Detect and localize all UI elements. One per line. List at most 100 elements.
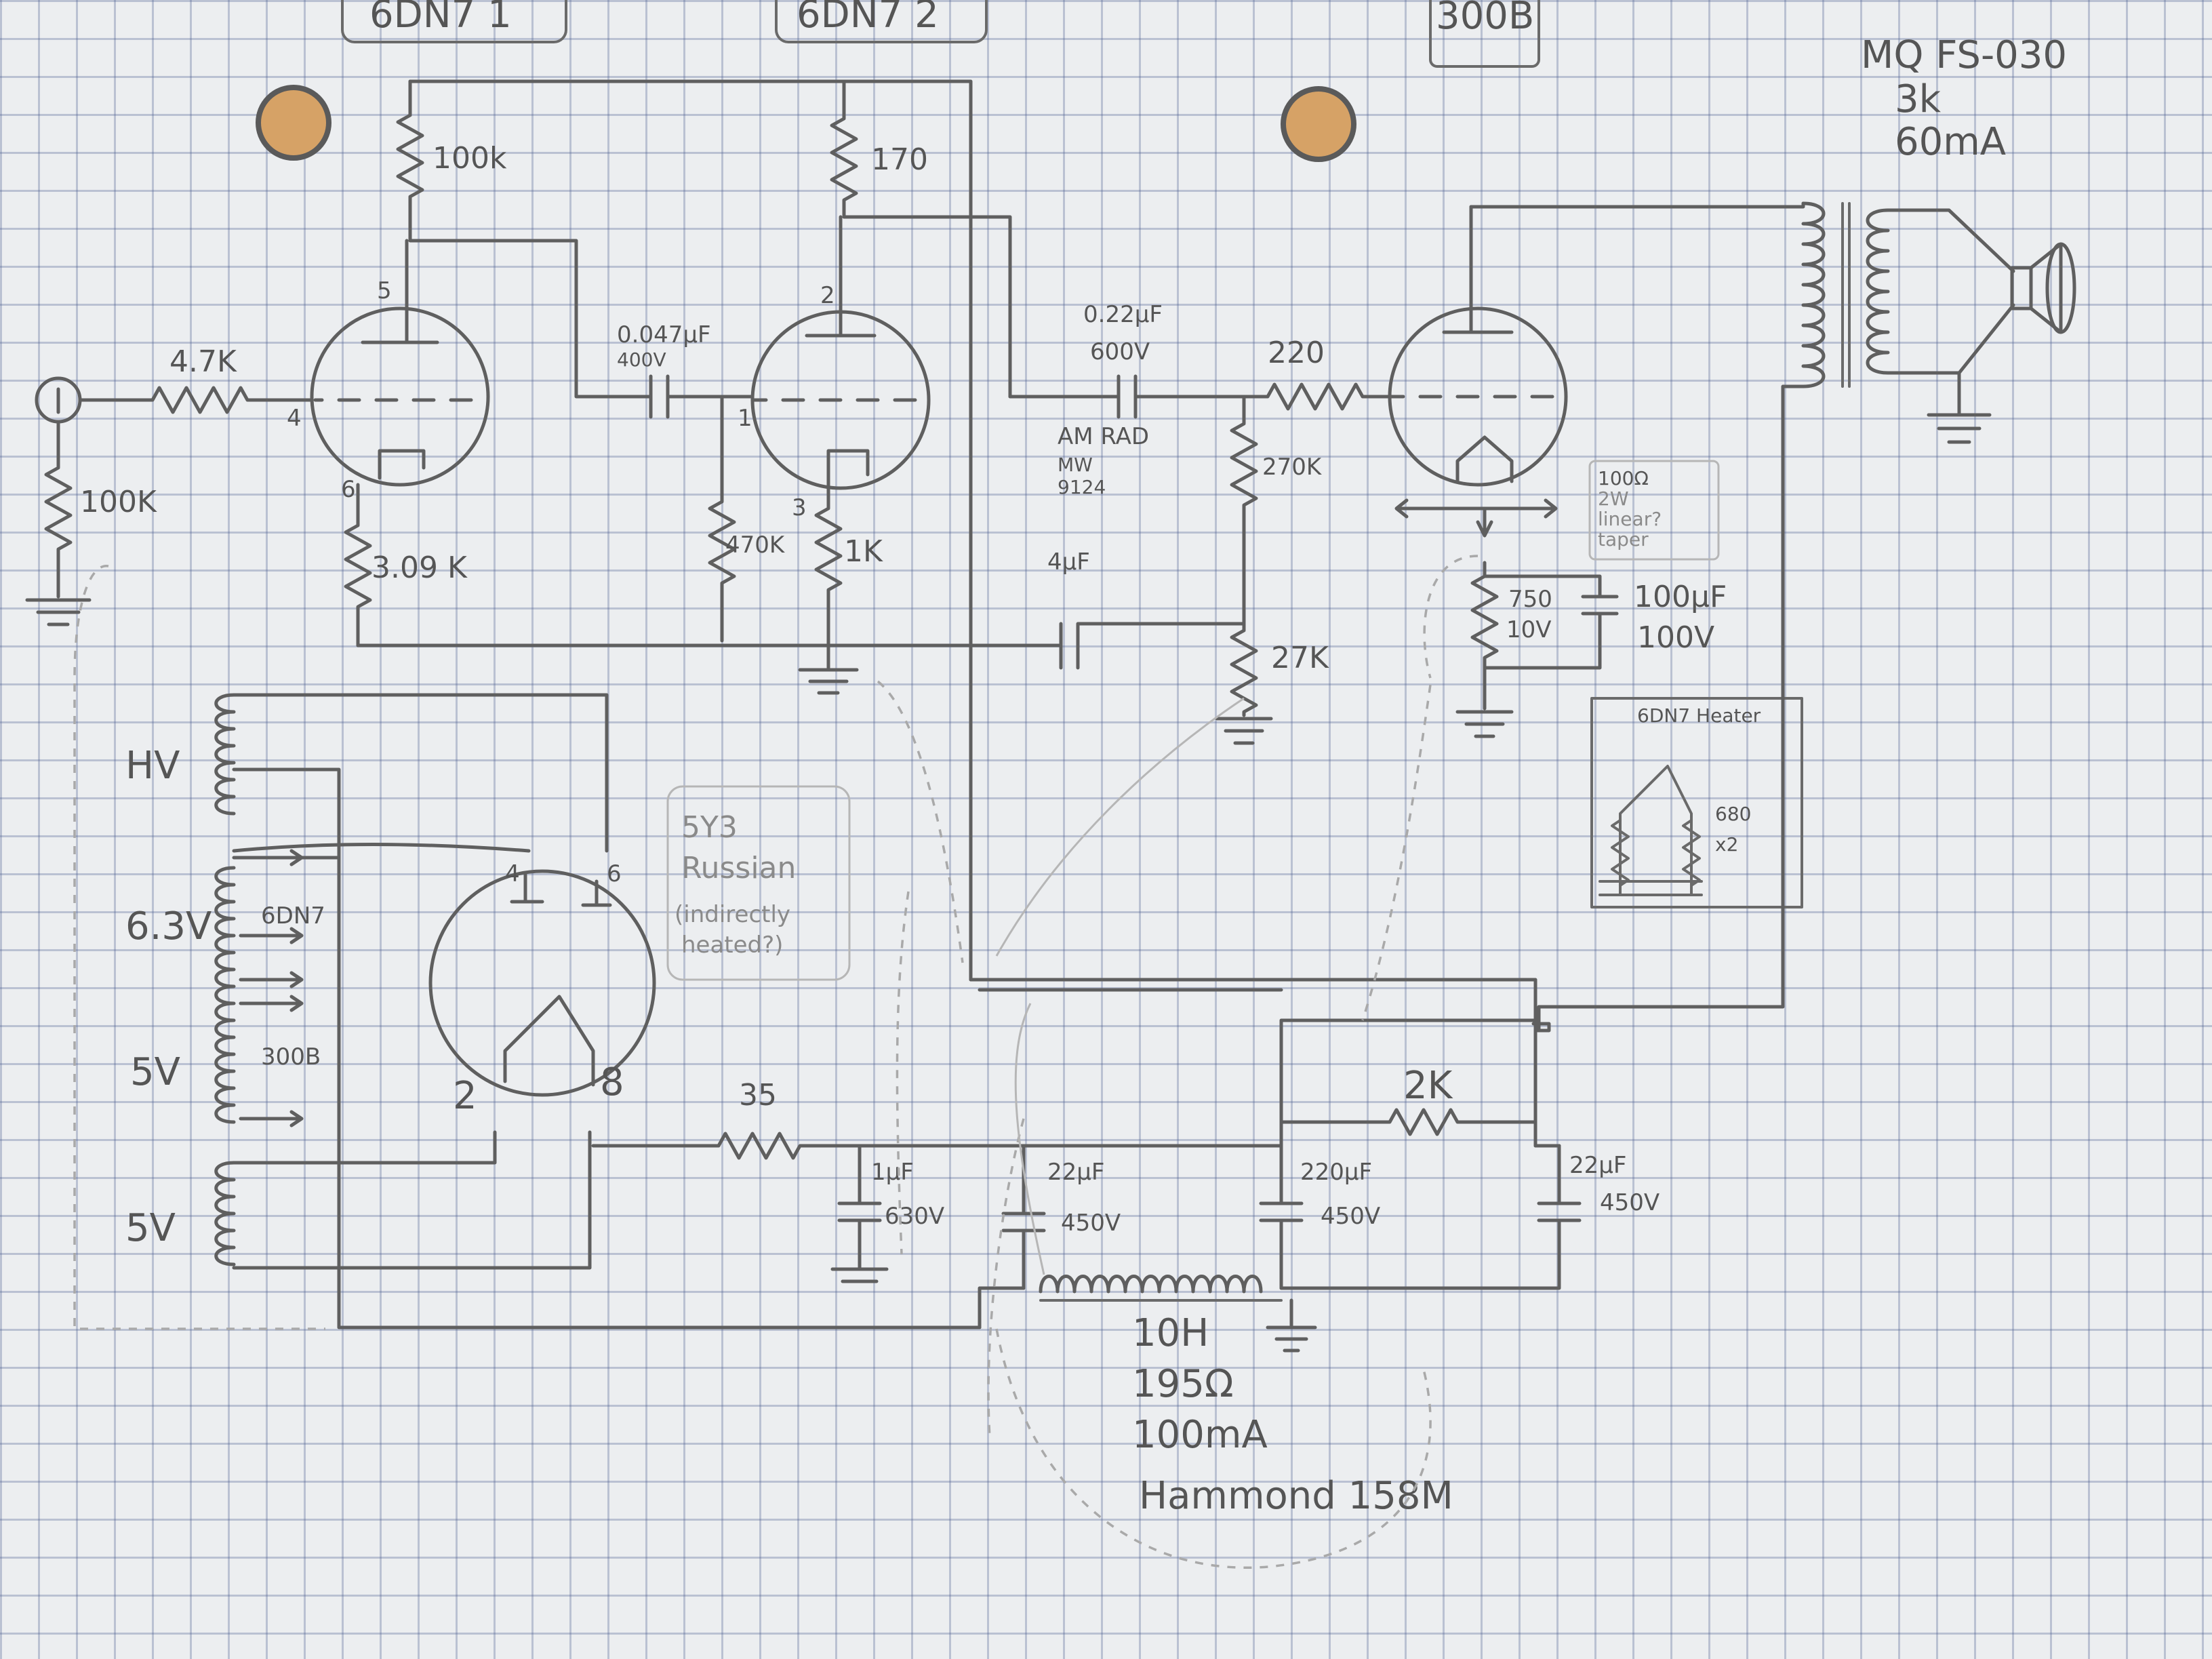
tube-label-box-v1: 6DN7 1 — [341, 0, 567, 43]
hum-pot-note-box: 100Ω 2W linear? taper — [1588, 460, 1720, 561]
rect-note-2: Russian — [681, 851, 796, 885]
pt-tap3-label: 5V — [125, 1206, 176, 1250]
rect-pin4: 4 — [505, 860, 520, 887]
ground-icon-c1 — [830, 1267, 889, 1283]
rect-pin6: 6 — [607, 860, 622, 887]
ground-icon-grid-leak — [1215, 717, 1273, 745]
grid-leak-resistor-2 — [1230, 612, 1258, 717]
wire-hv-top — [232, 693, 609, 853]
v2-cathode-resistor-label: 1K — [844, 534, 883, 569]
v1-plate-resistor — [396, 79, 424, 205]
coupling-cap-2-brand-2: MW — [1058, 454, 1093, 476]
tube-label-v3: 300B — [1436, 0, 1534, 38]
ground-icon-speaker — [1927, 413, 1992, 444]
coupling-cap-2-brand-1: AM RAD — [1058, 423, 1149, 450]
supply-c3-value: 220μF — [1300, 1159, 1372, 1186]
supply-c3 — [1259, 1144, 1304, 1290]
supply-r2 — [1279, 1018, 1537, 1148]
supply-c4-voltage: 450V — [1600, 1189, 1660, 1216]
wire-rect-filament — [232, 1130, 497, 1165]
input-ground-resistor-label: 100K — [80, 485, 157, 519]
ot-impedance: 3k — [1895, 77, 1942, 121]
v2-pin-plate: 2 — [820, 282, 835, 309]
rect-pin2: 2 — [453, 1074, 477, 1118]
v2-grid-resistor-label: 470K — [725, 532, 786, 559]
pt-tap1-label: 6.3V — [125, 904, 212, 948]
v1-plate-resistor-label: 100k — [433, 141, 507, 176]
grid-stopper-resistor — [1245, 382, 1392, 411]
v2-plate-resistor — [830, 79, 858, 219]
hum-pot-note-2: 2W — [1598, 487, 1629, 510]
binder-hole-left — [256, 85, 331, 161]
hum-pot-wiper — [1476, 506, 1493, 538]
supply-c1-value: 1μF — [871, 1159, 914, 1186]
choke-inductance: 10H — [1132, 1311, 1209, 1355]
supply-c2-voltage: 450V — [1061, 1210, 1121, 1237]
v3-cathode-cap — [1483, 574, 1619, 670]
ot-model: MQ FS-030 — [1861, 33, 2067, 77]
choke-model: Hammond 158M — [1139, 1474, 1453, 1518]
rect-note-1: 5Y3 — [681, 810, 738, 845]
supply-c2-value: 22μF — [1047, 1159, 1104, 1186]
v2-pin-grid: 1 — [738, 405, 752, 432]
hum-pot-note-3: linear? — [1598, 508, 1662, 530]
tube-label-box-v2: 6DN7 2 — [775, 0, 988, 43]
pt-tap1-use: 6DN7 — [261, 902, 325, 930]
v1-pin-grid: 4 — [287, 405, 302, 432]
faint-sketch-2 — [1014, 1003, 1045, 1275]
tube-v3-icon — [1388, 205, 1568, 519]
rectifier-tube-icon — [428, 869, 656, 1097]
v2-grid-resistor — [708, 395, 736, 643]
coupling-cap-1 — [611, 374, 755, 419]
dashed-sketch-3 — [987, 1118, 1025, 1438]
faint-sketch-1 — [995, 697, 1245, 957]
grid-leak-resistor-1 — [1230, 395, 1258, 616]
coupling-cap-2-voltage: 600V — [1090, 338, 1150, 365]
rect-note-3: (indirectly — [675, 901, 790, 928]
coupling-cap-2 — [1008, 374, 1249, 419]
binder-hole-right — [1281, 86, 1356, 162]
wire-rect-plate — [232, 843, 531, 860]
supply-c2 — [1001, 1144, 1046, 1290]
ot-current: 60mA — [1895, 120, 2006, 164]
input-ground-resistor — [44, 420, 73, 599]
dashed-sketch-4 — [995, 1328, 1432, 1570]
supply-r2-label: 2K — [1403, 1064, 1453, 1108]
heater-note-resistors: 680 — [1715, 803, 1751, 825]
choke-current: 100mA — [1132, 1413, 1268, 1457]
tube-v2-icon — [750, 215, 931, 490]
output-transformer-icon — [1801, 201, 1890, 388]
pt-hv-label: HV — [125, 744, 180, 788]
rectifier-note-box: 5Y3 Russian (indirectly heated?) — [666, 785, 851, 981]
v1-pin-cathode: 6 — [341, 476, 356, 503]
coupling-cap-1-value: 0.047μF — [617, 321, 711, 348]
v3-cathode-resistor-label: 750 — [1508, 586, 1552, 613]
ground-icon-input — [25, 598, 92, 626]
v1-cathode-resistor-label: 3.09 K — [371, 551, 468, 585]
tube-v1-icon — [310, 239, 490, 487]
input-series-resistor-label: 4.7K — [169, 344, 237, 379]
v1-pin-plate: 5 — [377, 277, 392, 304]
coupling-cap-2-brand-3: 9124 — [1058, 476, 1106, 498]
wire-v2-plate-out — [842, 215, 1012, 399]
v3-cathode-resistor — [1470, 561, 1499, 711]
rect-note-4: heated?) — [681, 932, 783, 959]
coupling-cap-1-voltage: 400V — [617, 348, 666, 371]
ground-icon-cathode — [1455, 710, 1514, 738]
wire-v3-plate-to-ot — [1469, 201, 1805, 209]
ground-icon-supply — [1266, 1298, 1317, 1353]
coupling-cap-2-value: 0.22μF — [1083, 301, 1163, 328]
feedback-cap-label: 4μF — [1047, 548, 1090, 576]
heater-note-qty: x2 — [1715, 833, 1738, 856]
wire-rect-filament-2 — [232, 1130, 592, 1270]
ground-icon-stage2 — [798, 639, 859, 695]
heater-note-title: 6DN7 Heater — [1637, 704, 1761, 727]
hum-pot-dashed-link — [1423, 555, 1479, 679]
v3-cathode-cap-voltage: 100V — [1637, 620, 1714, 655]
power-transformer-icon — [214, 693, 304, 1266]
rect-pin8: 8 — [600, 1060, 624, 1104]
feedback-cap-wire — [356, 612, 1246, 670]
tube-label-v1: 6DN7 1 — [369, 0, 512, 37]
choke-icon — [1039, 1275, 1283, 1302]
